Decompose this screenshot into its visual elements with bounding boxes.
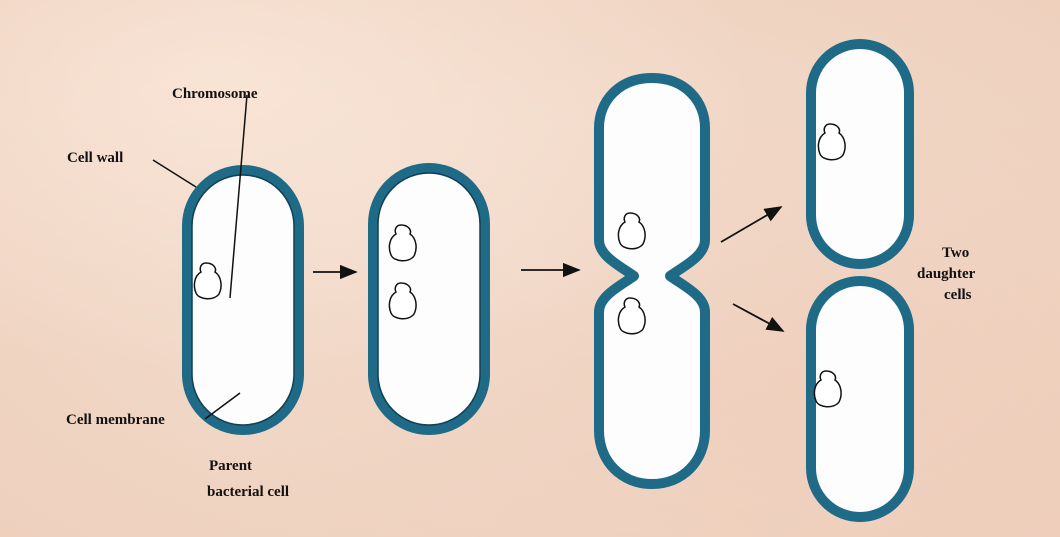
replicating-cell	[373, 168, 485, 430]
arrow-to-daughter-top	[721, 207, 781, 242]
dividing-cell-wall	[599, 78, 705, 484]
parent-cell	[187, 170, 299, 430]
parent-cell-label-line1: Parent	[209, 457, 252, 475]
chromosome-label: Chromosome	[172, 85, 258, 103]
daughter-cells-label-line2: daughter	[917, 265, 975, 283]
cell-wall-leader-line	[153, 160, 196, 187]
daughter-cell-top	[811, 44, 909, 264]
cell-membrane-label: Cell membrane	[66, 411, 165, 429]
arrow-to-daughter-bottom	[733, 304, 783, 331]
parent-cell-label-line2: bacterial cell	[207, 483, 289, 501]
daughter-cell-bottom	[811, 281, 909, 517]
dividing-cell	[599, 78, 705, 484]
cell-wall-label: Cell wall	[67, 149, 123, 167]
daughter-cells-label-line3: cells	[944, 286, 972, 304]
parent-cell-wall	[187, 170, 299, 430]
daughter-cells-label-line1: Two	[942, 244, 969, 262]
